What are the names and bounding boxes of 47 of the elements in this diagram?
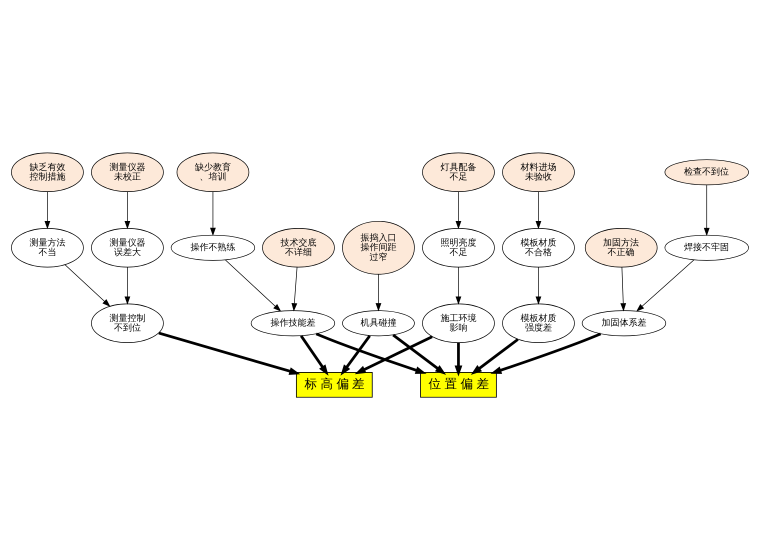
arrow (316, 332, 426, 374)
node-ellipse: 测量仪器误差大 (91, 228, 164, 267)
node-box: 位 置 偏 差 (420, 372, 497, 398)
node-ellipse: 缺乏有效控制措施 (11, 152, 84, 192)
arrow (392, 333, 446, 374)
node-ellipse: 操作技能差 (250, 310, 336, 336)
arrow (536, 191, 542, 229)
node-ellipse: 灯具配备不足 (422, 152, 495, 192)
node-ellipse: 缺少教育、培训 (176, 152, 250, 192)
node-ellipse: 测量仪器未校正 (91, 152, 164, 192)
node-ellipse: 测量控制不到位 (91, 303, 164, 342)
arrow (291, 266, 298, 311)
node-ellipse: 加固体系差 (582, 310, 666, 336)
node-box: 标 高 偏 差 (296, 372, 373, 398)
arrow (210, 191, 216, 236)
arrow (704, 184, 710, 236)
arrow (158, 331, 300, 374)
node-ellipse: 模板材质强度差 (502, 303, 575, 342)
arrow (454, 342, 462, 376)
node-ellipse: 技术交底不详细 (262, 228, 335, 267)
arrow (490, 332, 602, 374)
arrow (620, 266, 626, 311)
node-ellipse: 测量方法不当 (11, 228, 84, 267)
arrow (376, 273, 382, 311)
arrow (470, 338, 519, 374)
node-ellipse: 照明亮度不足 (422, 228, 495, 267)
arrow (300, 334, 329, 376)
arrow (340, 334, 371, 376)
arrow (456, 266, 462, 304)
arrow (124, 191, 130, 229)
node-ellipse: 机具碰撞 (342, 310, 415, 336)
node-ellipse: 模板材质不合格 (502, 228, 575, 267)
arrow (44, 191, 50, 229)
node-ellipse: 材料进场未验收 (502, 152, 575, 192)
node-ellipse: 操作不熟练 (170, 234, 256, 260)
node-ellipse: 振捣入口操作间距过窄 (342, 220, 415, 274)
arrow (354, 334, 433, 374)
arrow (225, 259, 282, 312)
node-ellipse: 焊接不牢固 (664, 234, 749, 260)
arrow (64, 264, 110, 306)
arrow (536, 266, 542, 304)
node-ellipse: 加固方法不正确 (584, 228, 658, 267)
arrow (456, 191, 462, 229)
arrow (636, 259, 694, 312)
node-ellipse: 检查不到位 (664, 158, 749, 185)
node-ellipse: 施工环境影响 (422, 303, 495, 342)
arrow (124, 266, 130, 304)
